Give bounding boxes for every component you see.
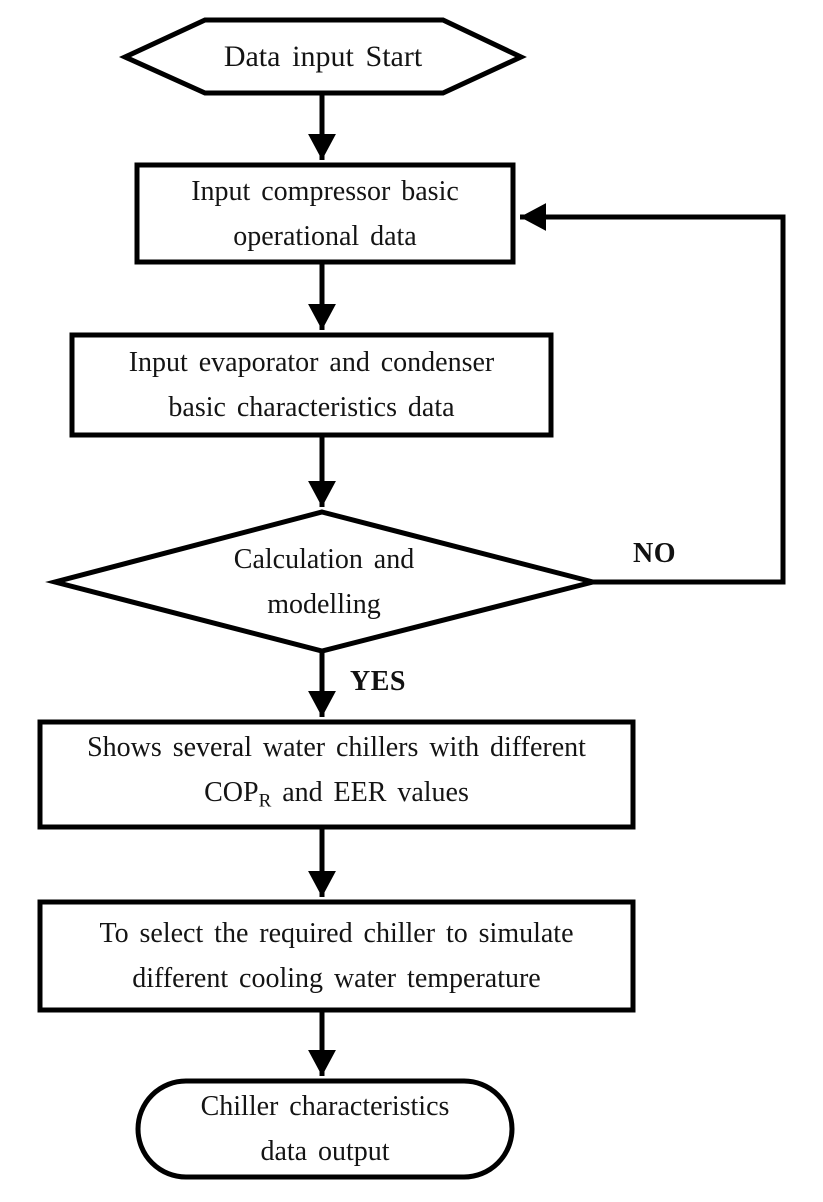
decision-line2: modelling [267, 588, 381, 620]
input-evaporator-box-shape [69, 332, 554, 438]
input-compressor-node-label: Input compressor basic operational data [137, 165, 513, 262]
show-chillers-line1: Shows several water chillers with differ… [87, 732, 586, 764]
eer-values-text: and EER values [271, 777, 469, 809]
output-line1: Chiller characteristics [200, 1091, 450, 1122]
start-hexagon-shape [118, 17, 527, 96]
input-evaporator-line1: Input evaporator and condenser [128, 347, 495, 378]
output-line2: data output [260, 1136, 390, 1167]
select-chiller-line1: To select the required chiller to simula… [99, 918, 574, 949]
input-compressor-box-shape [134, 162, 516, 265]
show-chillers-node-label: Shows several water chillers with differ… [40, 722, 633, 827]
show-chillers-line2: COPR and EER values [204, 770, 469, 823]
start-node-label: Data input Start [125, 20, 521, 93]
cop-subscript-r: R [258, 790, 272, 812]
show-chillers-box-shape [37, 719, 636, 830]
output-node-label: Chiller characteristics data output [138, 1081, 512, 1177]
output-stadium-shape [135, 1078, 515, 1180]
select-chiller-box-shape [37, 899, 636, 1013]
decision-diamond-shape [45, 509, 594, 654]
decision-node-label: Calculation and modelling [55, 512, 593, 651]
input-compressor-line2: operational data [233, 220, 417, 252]
no-feedback-connector [519, 203, 786, 585]
select-chiller-node-label: To select the required chiller to simula… [40, 902, 633, 1010]
select-chiller-line2: different cooling water temperature [132, 963, 541, 994]
input-evaporator-line2: basic characteristics data [168, 392, 455, 423]
input-compressor-line1: Input compressor basic [191, 175, 459, 207]
no-branch-label: NO [633, 538, 676, 569]
yes-branch-label: YES [350, 666, 406, 697]
input-evaporator-node-label: Input evaporator and condenser basic cha… [72, 335, 551, 435]
decision-line1: Calculation and [233, 543, 415, 575]
start-label-text: Data input Start [223, 40, 423, 73]
cop-text: COP [204, 777, 259, 809]
